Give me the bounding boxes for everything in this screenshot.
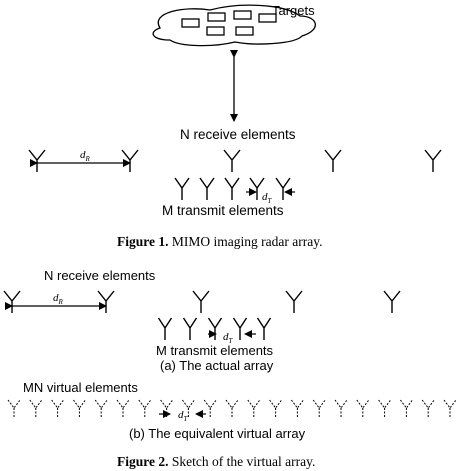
fig2-dt-label: dT (223, 331, 234, 345)
fig2-dr-label: dR (53, 292, 64, 306)
receive-antenna (383, 290, 401, 313)
transmit-antenna (224, 177, 240, 200)
virtual-antenna (138, 399, 152, 418)
receive-antenna (324, 149, 342, 172)
fig2-equivalent-label: (b) The equivalent virtual array (129, 426, 306, 441)
transmit-antenna (232, 317, 248, 340)
receive-antenna (121, 149, 139, 172)
receive-antenna (3, 290, 21, 313)
fig1-receive-label: N receive elements (180, 127, 296, 142)
transmit-antenna (199, 177, 215, 200)
receive-antenna (285, 290, 303, 313)
targets-label: Targets (272, 3, 315, 18)
target-box (207, 12, 226, 22)
fig2-virtual-label: MN virtual elements (23, 380, 138, 395)
virtual-antenna (400, 399, 413, 418)
virtual-antenna (29, 399, 43, 418)
virtual-antenna (225, 399, 239, 418)
receive-antenna (424, 149, 442, 172)
virtual-antenna (312, 399, 326, 418)
fig2-transmit-antennas (157, 317, 272, 340)
fig2-receive-antennas (3, 290, 401, 313)
target-box (181, 18, 200, 28)
fig2-actual-label: (a) The actual array (160, 358, 274, 373)
transmit-antenna (207, 317, 223, 340)
target-box (233, 10, 252, 20)
virtual-antenna (182, 399, 195, 418)
receive-antenna (223, 149, 241, 172)
transmit-antenna (275, 177, 291, 200)
target-box (206, 26, 225, 36)
fig1-transmit-label: M transmit elements (162, 203, 284, 218)
fig1-receive-antennas (28, 149, 442, 172)
transmit-antenna (174, 177, 190, 200)
receive-antenna (28, 149, 46, 172)
target-box (258, 13, 277, 23)
virtual-antenna (247, 399, 261, 418)
virtual-antenna (73, 399, 86, 418)
virtual-antenna (291, 399, 304, 418)
fig1-dt-label: dT (262, 191, 273, 205)
virtual-antenna (7, 399, 21, 418)
fig2-virtual-antennas (7, 399, 457, 418)
fig1-dr-label: dR (80, 149, 91, 163)
target-box (235, 26, 254, 36)
fig1-transmit-antennas (174, 177, 291, 200)
virtual-antenna (94, 399, 108, 418)
virtual-antenna (421, 399, 435, 418)
virtual-antenna (203, 399, 217, 418)
virtual-antenna (378, 399, 391, 418)
virtual-antenna (443, 399, 457, 418)
fig2-transmit-label: M transmit elements (156, 343, 274, 358)
receive-antenna (97, 290, 115, 313)
virtual-antenna (51, 399, 64, 418)
virtual-antenna (334, 399, 348, 418)
transmit-antenna (157, 317, 173, 340)
virtual-antenna (160, 399, 173, 418)
virtual-antenna (116, 399, 130, 418)
fig2-virtual-dt-label: dT (178, 409, 189, 423)
figure2-caption: Figure 2. Sketch of the virtual array. (117, 454, 315, 469)
virtual-antenna (356, 399, 370, 418)
targets-cloud (152, 4, 316, 47)
virtual-antenna (269, 399, 282, 418)
transmit-antenna (182, 317, 198, 340)
fig2-receive-label: N receive elements (44, 268, 156, 283)
transmit-antenna (249, 177, 265, 200)
transmit-antenna (256, 317, 272, 340)
figure1-caption: Figure 1. MIMO imaging radar array. (117, 234, 322, 249)
receive-antenna (192, 290, 210, 313)
